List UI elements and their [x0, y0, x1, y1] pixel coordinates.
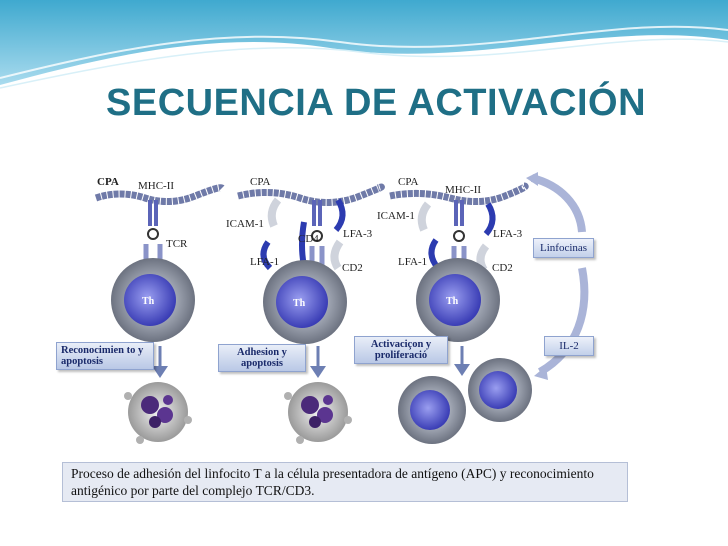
th-cell-2: [263, 260, 347, 344]
down-arrow-2: [310, 346, 326, 378]
proliferating-cell-b: [468, 358, 532, 422]
icam-label-2: ICAM-1: [226, 218, 264, 230]
step-box-recognition: Reconocimien to y apoptosis: [56, 342, 154, 370]
header-wave-decoration: [0, 0, 728, 89]
cpa-label-1: CPA: [97, 176, 119, 188]
apoptotic-cell-2: [284, 382, 352, 444]
il2-box: IL-2: [544, 336, 594, 356]
down-arrow-3: [454, 346, 470, 376]
th-cell-1: [111, 258, 195, 342]
cd2-label-3: CD2: [492, 262, 513, 274]
th-cell-3: [416, 258, 500, 342]
cpa-label-3: CPA: [398, 176, 419, 188]
linfocinas-box: Linfocinas: [533, 238, 595, 258]
step-box-adhesion: Adhesion y apoptosis: [218, 344, 306, 372]
apoptotic-cell-1: [124, 382, 192, 444]
cd2-label-2: CD2: [342, 262, 363, 274]
cd4-label-2: CD4: [298, 233, 319, 245]
apc-membrane-2: [237, 183, 385, 206]
cpa-label-2: CPA: [250, 176, 271, 188]
apc-membrane-3: [389, 182, 529, 205]
th-label-3: Th: [446, 296, 459, 307]
diagram-caption: Proceso de adhesión del linfocito T a la…: [62, 462, 628, 502]
th-label-1: Th: [142, 296, 155, 307]
lfa3-label-2: LFA-3: [343, 228, 373, 240]
feedback-arrows: [526, 172, 589, 380]
mhc-label-1: MHC-II: [138, 180, 175, 192]
slide-title: SECUENCIA DE ACTIVACIÓN: [106, 82, 647, 124]
step-box-activation: Activaciçon y proliferació: [354, 336, 448, 364]
icam-label-3: ICAM-1: [377, 210, 415, 222]
mhc-label-3: MHC-II: [445, 184, 482, 196]
apc-membrane-1: [94, 184, 225, 205]
down-arrow-1: [152, 346, 168, 378]
proliferating-cell-a: [398, 376, 466, 444]
th-label-2: Th: [293, 298, 306, 309]
lfa1-label-3: LFA-1: [398, 256, 428, 268]
lfa1-label-2: LFA-1: [250, 256, 280, 268]
tcr-label-1: TCR: [166, 238, 188, 250]
lfa3-label-3: LFA-3: [493, 228, 523, 240]
